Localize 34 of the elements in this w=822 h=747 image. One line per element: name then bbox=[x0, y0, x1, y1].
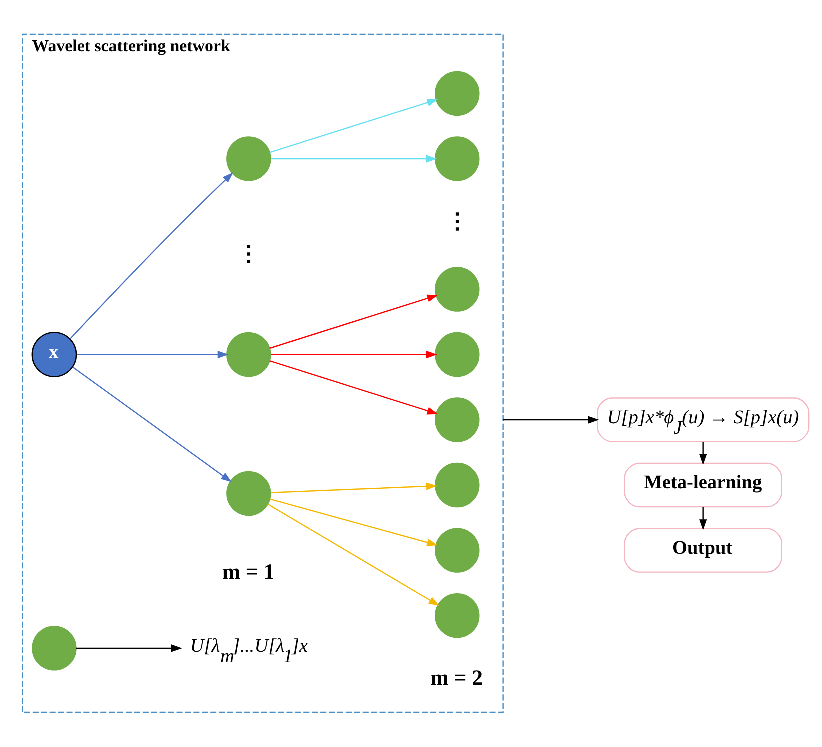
node-circle bbox=[435, 528, 480, 573]
arrow bbox=[271, 155, 438, 163]
arrow bbox=[268, 504, 440, 606]
node-circle bbox=[226, 332, 272, 378]
node-circle bbox=[435, 462, 480, 508]
label: m = 1 bbox=[222, 560, 275, 584]
node-box: Meta-learning bbox=[624, 462, 782, 508]
arrow bbox=[271, 482, 438, 494]
node-circle bbox=[435, 267, 480, 312]
arrow bbox=[700, 507, 708, 530]
arrow bbox=[270, 498, 438, 546]
arrow bbox=[270, 99, 438, 154]
arrow bbox=[76, 644, 182, 652]
node-circle bbox=[435, 71, 480, 116]
label: ⋮ bbox=[238, 242, 260, 266]
node-circle bbox=[435, 332, 480, 378]
node-circle bbox=[435, 398, 480, 442]
node-circle: x bbox=[32, 332, 78, 378]
label: ⋮ bbox=[446, 209, 469, 234]
node-circle bbox=[226, 471, 272, 516]
arrow bbox=[76, 350, 229, 359]
node-box: Output bbox=[624, 528, 782, 573]
node-circle bbox=[435, 136, 480, 182]
arrow bbox=[270, 294, 438, 350]
arrow bbox=[271, 350, 438, 359]
arrow bbox=[700, 442, 708, 466]
node-circle bbox=[32, 626, 77, 671]
arrow bbox=[503, 416, 600, 424]
arrow bbox=[270, 360, 438, 415]
label: m = 2 bbox=[430, 666, 484, 690]
node-circle bbox=[226, 136, 272, 182]
arrow bbox=[72, 366, 232, 482]
arrow bbox=[70, 172, 234, 340]
node-circle bbox=[435, 593, 480, 638]
